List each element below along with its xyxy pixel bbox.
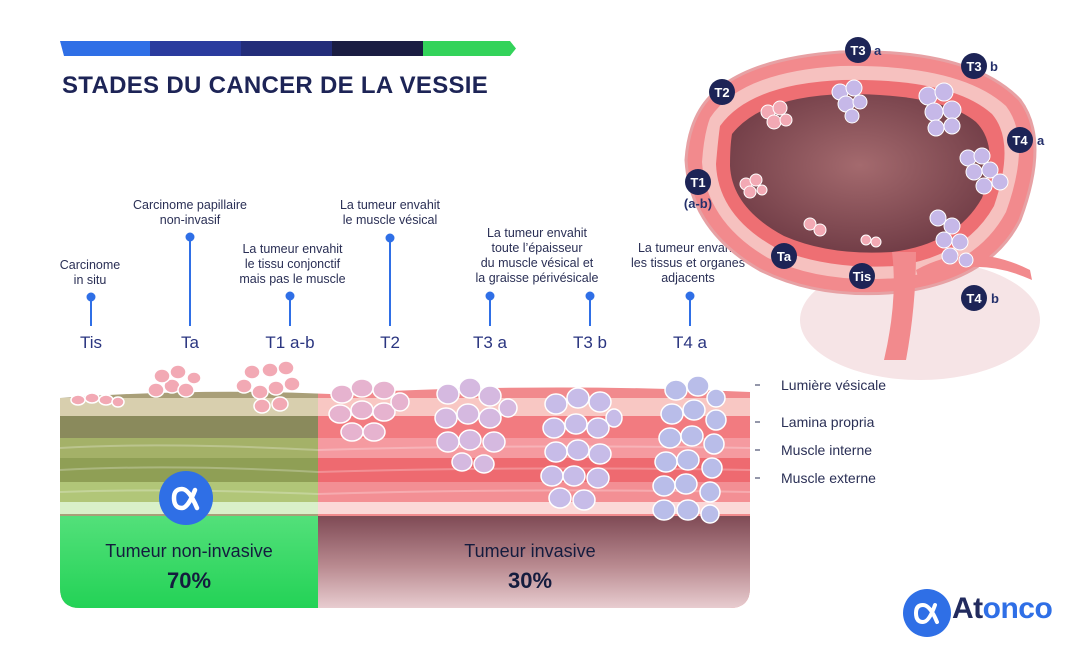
noninvasive-summary: Tumeur non-invasive 70% [60, 541, 318, 594]
layer-label-inner-muscle: Muscle interne [781, 442, 873, 458]
stage-pointers [86, 232, 695, 326]
invasive-percent: 30% [507, 568, 553, 593]
layer-label-lamina: Lamina propria [781, 414, 875, 430]
invasive-label: Tumeur invasive [464, 541, 596, 561]
badge-t3a-side: a [874, 43, 882, 58]
invasive-summary: Tumeur invasive 30% [330, 541, 730, 594]
stage-label-t1: T1 a-b [265, 333, 315, 352]
stage-label-t3a: T3 a [472, 333, 508, 352]
bladder-illustration [684, 37, 1040, 380]
badge-t3b-side: b [990, 59, 998, 74]
layer-label-lumen: Lumière vésicale [781, 377, 887, 393]
stage-label-t3b: T3 b [572, 333, 608, 352]
tissue-cross-section [60, 360, 760, 608]
header-color-bar [60, 41, 516, 56]
badge-t4a: T4 [1012, 133, 1028, 148]
badge-t1-side: (a-b) [683, 196, 713, 211]
badge-t4b-side: b [991, 291, 999, 306]
badge-ta: Ta [776, 249, 792, 264]
badge-tis: Tis [852, 269, 872, 284]
badge-t2: T2 [714, 85, 730, 100]
stage-label-ta: Ta [181, 333, 199, 352]
noninvasive-percent: 70% [166, 568, 212, 593]
badge-t3b: T3 [966, 59, 982, 74]
page-title: STADES DU CANCER DE LA VESSIE [62, 72, 489, 99]
badge-t3a: T3 [850, 43, 866, 58]
brand-logo-icon [903, 589, 951, 637]
badge-t1: T1 [690, 175, 706, 190]
layer-label-outer-muscle: Muscle externe [781, 470, 876, 486]
brand-name: Atonco [952, 592, 1053, 625]
stage-label-t2: T2 [380, 333, 400, 352]
bladder-badges [685, 37, 1033, 311]
noninvasive-label: Tumeur non-invasive [105, 541, 273, 561]
badge-t4b: T4 [966, 291, 982, 306]
stage-label-tis: Tis [79, 333, 103, 352]
stage-label-t4a: T4 a [672, 333, 708, 352]
badge-t4a-side: a [1037, 133, 1045, 148]
alpha-logo-icon [159, 471, 213, 525]
